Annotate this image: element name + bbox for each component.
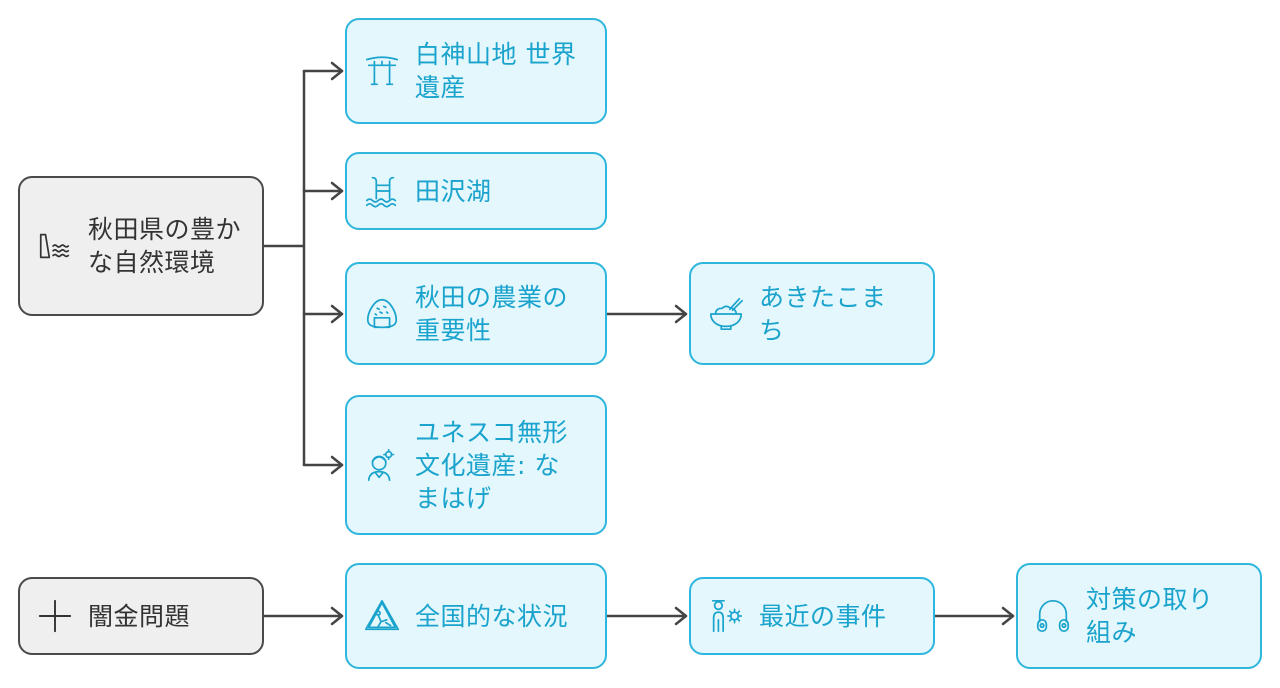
- node-agriculture[interactable]: 秋田の農業の重要性: [345, 262, 607, 365]
- node-label: 闇金問題: [88, 601, 191, 631]
- arrowhead-recent: [674, 606, 688, 626]
- headphones-icon: [1034, 597, 1072, 635]
- node-national[interactable]: 全国的な状況: [345, 563, 607, 669]
- lake-ladder-icon: [363, 172, 401, 210]
- arrowhead-komachi: [674, 304, 688, 324]
- arrowhead-tazawako: [330, 181, 344, 201]
- arrowhead-namahage: [330, 455, 344, 475]
- arrowhead-agriculture: [330, 304, 344, 324]
- node-measures[interactable]: 対策の取り組み: [1016, 563, 1262, 669]
- rice-ball-icon: [363, 295, 401, 333]
- node-label: 全国的な状況: [415, 601, 569, 631]
- plus-icon: [36, 597, 74, 635]
- node-label: 秋田の農業の重要性: [415, 282, 569, 345]
- node-akitakomachi[interactable]: あきたこまち: [689, 262, 935, 365]
- node-label: 白神山地 世界遺産: [415, 40, 577, 102]
- dam-waves-icon: [36, 227, 74, 265]
- node-recent[interactable]: 最近の事件: [689, 577, 935, 655]
- node-label: 最近の事件: [759, 601, 887, 631]
- arrowhead-shirakami: [330, 61, 344, 81]
- festival-person-icon: [363, 446, 401, 484]
- node-akita-nature[interactable]: 秋田県の豊かな自然環境: [18, 176, 264, 316]
- node-label: 田沢湖: [415, 176, 492, 206]
- rice-bowl-icon: [707, 295, 745, 333]
- arrowhead-measures: [1001, 606, 1015, 626]
- warning-sign-icon: [363, 597, 401, 635]
- node-label: 秋田県の豊かな自然環境: [88, 215, 242, 277]
- node-label: ユネスコ無形文化遺産: なまはげ: [415, 417, 569, 513]
- torii-gate-icon: [363, 52, 401, 90]
- person-gear-icon: [707, 597, 745, 635]
- node-shirakami[interactable]: 白神山地 世界遺産: [345, 18, 607, 124]
- node-tazawako[interactable]: 田沢湖: [345, 152, 607, 230]
- node-label: 対策の取り組み: [1086, 585, 1214, 647]
- node-label: あきたこまち: [759, 282, 887, 345]
- connector-nature-trunk: [262, 69, 306, 467]
- node-yamikin[interactable]: 闇金問題: [18, 577, 264, 655]
- arrowhead-national: [330, 606, 344, 626]
- node-namahage[interactable]: ユネスコ無形文化遺産: なまはげ: [345, 395, 607, 535]
